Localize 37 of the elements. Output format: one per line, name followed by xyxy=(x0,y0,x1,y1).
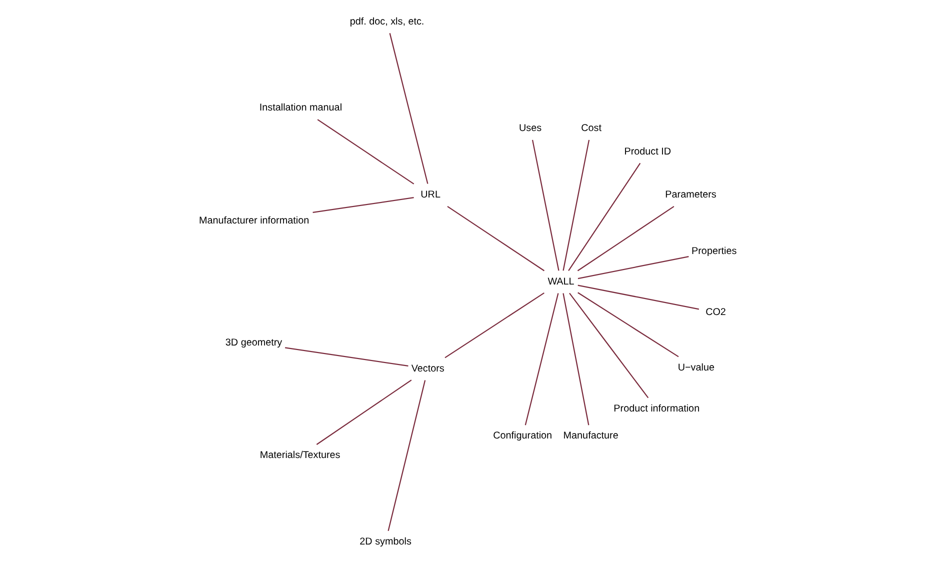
connector xyxy=(447,206,545,272)
node-text: WALL xyxy=(548,276,574,288)
node-text: Materials/Textures xyxy=(260,450,340,462)
connector xyxy=(568,162,641,271)
connector xyxy=(578,284,700,310)
connector xyxy=(316,380,412,445)
node-text: 3D geometry xyxy=(225,337,282,348)
connector xyxy=(562,293,590,426)
node-text: Properties xyxy=(692,246,737,257)
connector xyxy=(578,292,679,358)
node-text: U−value xyxy=(678,362,714,374)
node-text: Product ID xyxy=(624,146,672,158)
node-text: Manufacture xyxy=(563,430,618,442)
node-text: Manufacturer information xyxy=(198,215,310,226)
connector xyxy=(569,292,649,398)
node-text: Vectors xyxy=(411,363,444,374)
connector xyxy=(578,256,689,280)
connector xyxy=(562,140,590,271)
node-text: Installation manual xyxy=(259,102,342,114)
connector xyxy=(312,197,414,213)
node-text: Cost xyxy=(581,123,602,134)
connector xyxy=(388,380,426,531)
node-text: URL xyxy=(420,190,440,201)
node-text: Configuration xyxy=(493,430,552,442)
connector xyxy=(317,119,414,184)
connector xyxy=(524,293,559,426)
connector xyxy=(532,140,560,271)
node-text: Parameters xyxy=(665,190,716,201)
connector xyxy=(577,206,674,272)
connector xyxy=(389,33,428,184)
connector xyxy=(444,292,544,358)
node-text: Uses xyxy=(518,123,542,134)
connector xyxy=(284,347,408,367)
node-text: CO2 xyxy=(706,306,726,318)
node-text: 2D symbols xyxy=(360,536,412,548)
node-text: Product information xyxy=(614,403,700,414)
node-text: pdf. doc, xls, etc. xyxy=(350,16,424,28)
